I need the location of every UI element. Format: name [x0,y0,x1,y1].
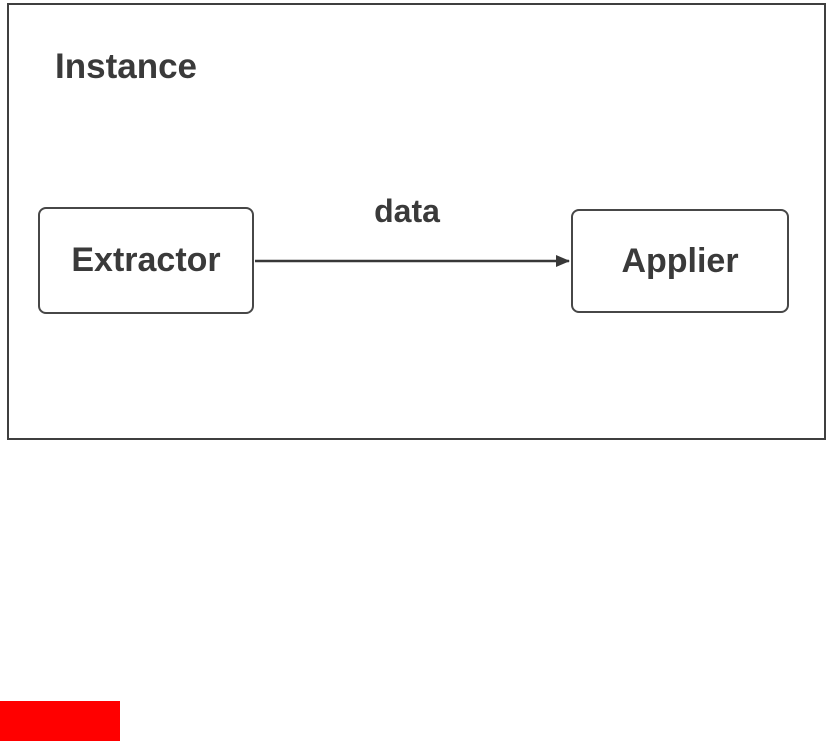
instance-container: Instance data Extractor Applier [7,3,826,440]
node-applier: Applier [571,209,789,313]
node-extractor: Extractor [38,207,254,314]
node-applier-label: Applier [621,241,739,280]
edge-label-data: data [374,193,440,229]
red-rectangle [0,701,120,741]
instance-title: Instance [55,47,197,86]
node-extractor-label: Extractor [71,241,221,279]
